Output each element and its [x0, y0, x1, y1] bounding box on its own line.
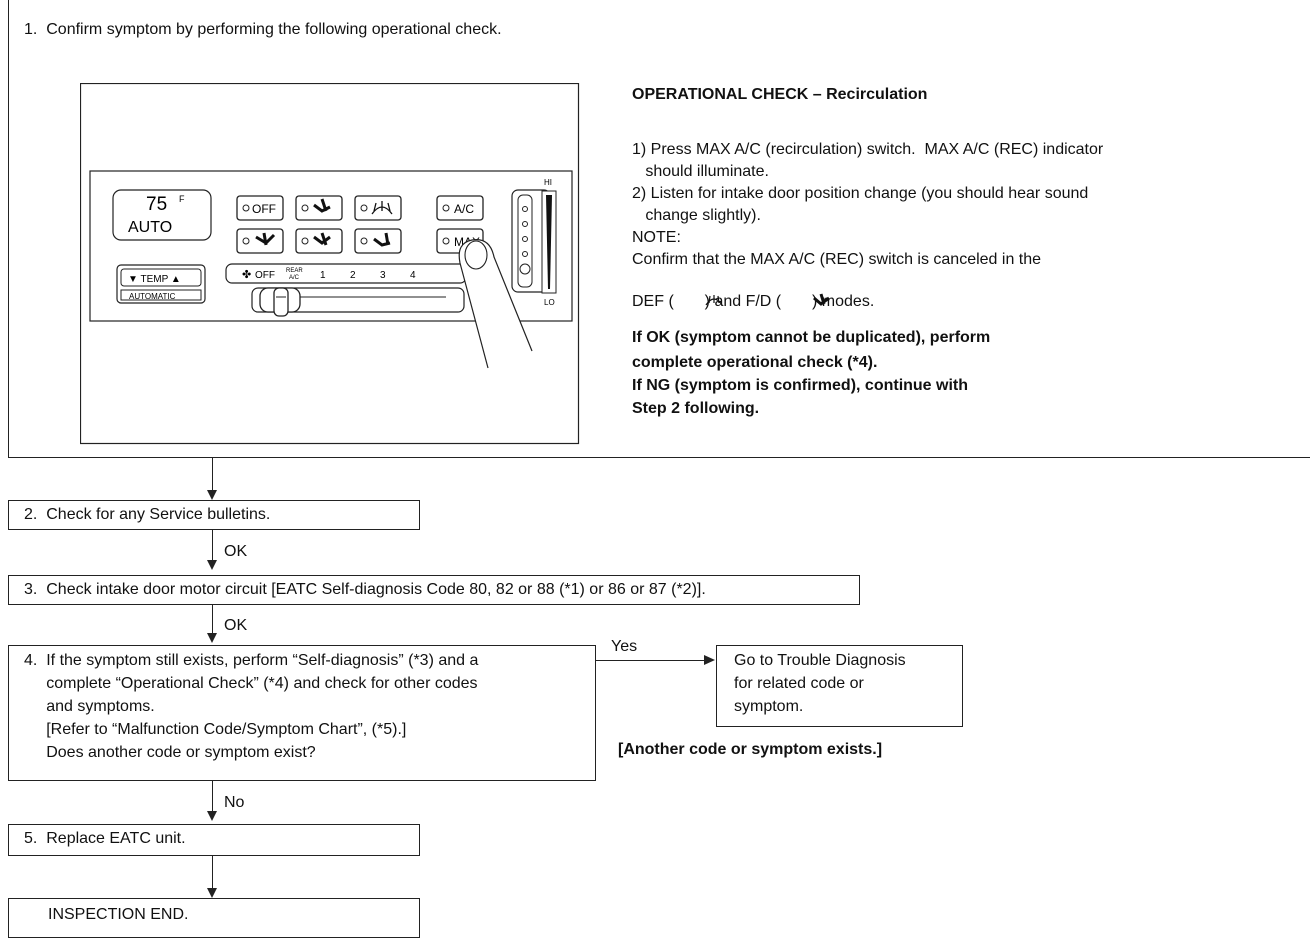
automatic-label: AUTOMATIC [129, 292, 176, 301]
result-line: If NG (symptom is confirmed), continue w… [632, 377, 969, 394]
flow-arrow [207, 856, 217, 898]
yes-label: Yes [611, 638, 638, 655]
def-line: DEF ( ) and F/D ( ) modes. [632, 272, 1103, 310]
yes-note: [Another code or symptom exists.] [618, 741, 883, 758]
ac-button-label: A/C [454, 202, 474, 216]
step2-ok-label: OK [224, 543, 248, 560]
check-line: should illuminate. [632, 163, 769, 180]
step3-text: 3. Check intake door motor circuit [EATC… [24, 581, 706, 598]
check-line: 2) Listen for intake door position chang… [632, 185, 1089, 202]
flow-arrow [207, 530, 217, 570]
step4-line: complete “Operational Check” (*4) and ch… [24, 675, 478, 692]
rear-ac-label-2: A/C [289, 275, 300, 281]
goto-line: symptom. [734, 698, 804, 715]
auto-label: AUTO [128, 219, 172, 236]
result-lines: If OK (symptom cannot be duplicated), pe… [632, 328, 991, 417]
fan-off-label: OFF [255, 270, 275, 281]
yes-arrow [596, 660, 706, 661]
def-line-a: DEF ( [632, 293, 679, 310]
defrost-icon [678, 272, 723, 312]
flow-arrow [207, 781, 217, 821]
check-line: change slightly). [632, 207, 761, 224]
step4-line: 4. If the symptom still exists, perform … [24, 652, 479, 669]
step1-title: 1. Confirm symptom by performing the fol… [24, 21, 502, 38]
step2-box [8, 500, 420, 530]
fan-speed-2: 2 [350, 270, 356, 281]
check-title: OPERATIONAL CHECK – Recirculation [632, 86, 928, 103]
step3-ok-label: OK [224, 617, 248, 634]
step5-text: 5. Replace EATC unit. [24, 830, 186, 847]
off-button-label: OFF [252, 202, 276, 216]
check-line: NOTE: [632, 229, 681, 246]
finger-icon [458, 239, 533, 369]
step3-box [8, 575, 860, 605]
lo-label: LO [544, 298, 555, 307]
result-line: If OK (symptom cannot be duplicated), pe… [632, 329, 991, 346]
goto-lines: Go to Trouble Diagnosis for related code… [734, 651, 906, 715]
def-line-c: ) modes. [807, 293, 875, 310]
fan-speed-4: 4 [410, 270, 416, 281]
step4-line: [Refer to “Malfunction Code/Symptom Char… [24, 721, 407, 738]
fan-speed-3: 3 [380, 270, 386, 281]
check-line: Confirm that the MAX A/C (REC) switch is… [632, 251, 1042, 268]
no-label: No [224, 794, 245, 811]
check-lines: 1) Press MAX A/C (recirculation) switch.… [632, 140, 1104, 310]
end-text: INSPECTION END. [48, 906, 189, 923]
goto-box [716, 645, 963, 727]
step4-lines: 4. If the symptom still exists, perform … [24, 651, 479, 761]
fan-icon: ✤ [242, 269, 251, 281]
goto-line: for related code or [734, 675, 864, 692]
check-line: 1) Press MAX A/C (recirculation) switch.… [632, 141, 1104, 158]
step4-line: Does another code or symptom exist? [24, 744, 316, 761]
goto-line: Go to Trouble Diagnosis [734, 652, 906, 669]
flow-arrow [207, 605, 217, 643]
rear-ac-label-1: REAR [286, 268, 303, 274]
def-line-b: ) and F/D ( [700, 293, 786, 310]
step2-text: 2. Check for any Service bulletins. [24, 506, 271, 523]
temp-button-label: ▼ TEMP ▲ [128, 274, 181, 285]
temp-unit: F [179, 194, 185, 204]
step4-line: and symptoms. [24, 698, 155, 715]
step4-box [8, 645, 596, 781]
flow-arrow [207, 458, 217, 500]
yes-arrowhead [704, 655, 715, 665]
fan-speed-1: 1 [320, 270, 326, 281]
result-line: complete operational check (*4). [632, 354, 878, 371]
ac-button[interactable] [436, 195, 484, 221]
hi-label: HI [544, 178, 552, 187]
off-button[interactable] [236, 195, 284, 221]
temp-value: 75 [146, 194, 167, 215]
foot-defrost-icon [786, 272, 831, 312]
result-line: Step 2 following. [632, 400, 760, 417]
step5-box [8, 824, 420, 856]
control-panel-illustration: 75 F AUTO ▼ TEMP ▲ AUTOMATIC OFF A/C MAX… [80, 83, 580, 445]
